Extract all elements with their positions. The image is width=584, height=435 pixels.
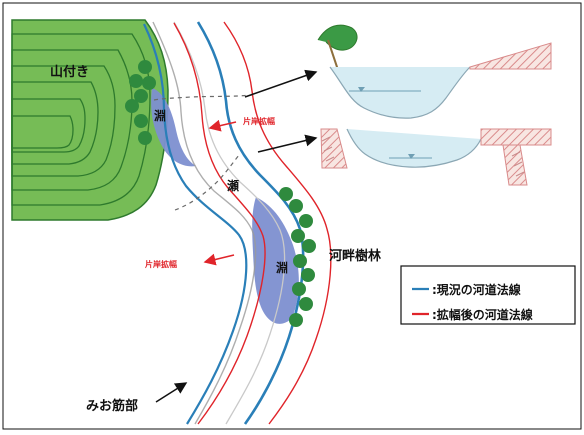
thalweg-label: みお筋部 bbox=[86, 398, 138, 414]
widen-label-left: 片岸拡幅 bbox=[145, 259, 177, 269]
mountain-label: 山付き bbox=[50, 64, 89, 80]
connector-arrow-bottom bbox=[257, 134, 318, 153]
pool-label-lower: 淵 bbox=[276, 260, 288, 275]
legend-widened-label: :拡幅後の河道法線 bbox=[432, 307, 533, 322]
mountain-contours bbox=[11, 19, 169, 221]
upper-pool-shape bbox=[151, 88, 196, 167]
cross-section-top bbox=[317, 24, 552, 119]
lower-pool-shape bbox=[252, 197, 299, 324]
right-bank-trees bbox=[279, 187, 316, 327]
cross-section-bottom bbox=[320, 128, 552, 186]
connector-arrow-top bbox=[244, 69, 318, 98]
thalweg-arrow bbox=[155, 382, 188, 403]
riffle-label: 瀬 bbox=[226, 178, 239, 193]
widen-arrow-upper bbox=[208, 119, 237, 132]
pool-label-upper: 淵 bbox=[154, 108, 166, 123]
legend-current-label: :現況の河道法線 bbox=[432, 282, 521, 297]
widen-label-right: 片岸拡幅 bbox=[243, 116, 275, 126]
left-bank-trees bbox=[125, 60, 156, 145]
legend: :現況の河道法線 :拡幅後の河道法線 bbox=[400, 265, 576, 325]
widen-arrow-lower bbox=[203, 253, 235, 266]
river-lines bbox=[143, 21, 332, 425]
riparian-forest-label: 河畔樹林 bbox=[329, 248, 381, 264]
